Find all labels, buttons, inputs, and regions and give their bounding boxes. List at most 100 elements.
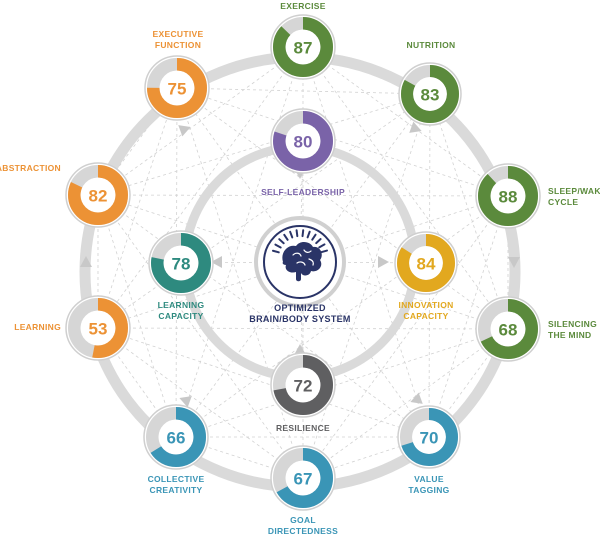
gauge-sleep-wake-cycle: 88: [475, 163, 541, 229]
gauge-learning: 53: [65, 295, 131, 361]
gauge-value: 67: [294, 470, 313, 489]
web-line: [97, 93, 431, 329]
gauge-value: 72: [294, 377, 313, 396]
gauge-center: [490, 178, 526, 214]
gauge-value: 88: [499, 188, 518, 207]
gauge-fill: [273, 111, 334, 172]
gauge-fill: [68, 164, 129, 225]
web-line: [97, 93, 431, 196]
web-line: [302, 195, 509, 479]
web-line: [176, 87, 431, 95]
web-line: [97, 194, 509, 197]
label-exercise: EXERCISE: [280, 1, 325, 12]
web-line: [175, 328, 509, 438]
gauge-center: [158, 419, 194, 455]
gauge-value: 80: [294, 133, 313, 152]
web-line: [176, 87, 509, 330]
label-line1: ABSTRACTION: [0, 163, 61, 173]
label-nutrition: NUTRITION: [407, 40, 456, 51]
ring-arrow: [211, 256, 222, 268]
web-line: [302, 46, 509, 330]
label-line1: SLEEP/WAKE: [548, 186, 600, 196]
web-line: [176, 87, 304, 479]
label-line1: LEARNING: [157, 300, 205, 310]
gauge-executive-function: 75: [144, 55, 210, 121]
gauge-self-leadership: 80: [270, 108, 336, 174]
gauge-fill: [399, 408, 458, 467]
gauge-value: 87: [294, 39, 313, 58]
web-line: [302, 46, 430, 438]
web-line: [97, 194, 430, 438]
web-line: [97, 327, 509, 330]
label-line1: LEARNING: [14, 322, 61, 332]
web-line: [97, 194, 177, 438]
label-line1: GOAL: [290, 515, 316, 525]
web-line: [97, 46, 304, 329]
gauge-fill: [272, 17, 334, 78]
label-line2: DIRECTEDNESS: [267, 526, 339, 536]
label-line1: RESILIENCE: [275, 423, 331, 433]
gauge-fill: [272, 355, 333, 416]
web-line: [302, 46, 509, 197]
gauge-fill: [272, 448, 333, 509]
label-line1: VALUE: [414, 474, 444, 484]
gauge-collective-creativity: 66: [143, 404, 209, 470]
gauge-fill: [151, 232, 212, 293]
label-line1: SILENCING: [548, 319, 597, 329]
gauge-value: 53: [89, 320, 108, 339]
gauge-value: 78: [172, 255, 191, 274]
web-line: [97, 46, 304, 196]
gauge-value: 70: [420, 429, 439, 448]
label-line1: NUTRITION: [406, 40, 456, 50]
web-line: [302, 93, 431, 479]
gauge-center: [163, 245, 199, 281]
brain-icon: [271, 229, 328, 282]
label-line2: THE MIND: [548, 330, 592, 340]
gauge-value: 75: [168, 80, 187, 99]
gauge-center: [490, 311, 526, 347]
web-line: [429, 93, 509, 330]
label-line1: INNOVATION: [398, 300, 454, 310]
label-line1: SELF-LEADERSHIP: [261, 187, 345, 197]
label-line2: FUNCTION: [154, 40, 202, 50]
gauge-exercise: 87: [270, 14, 336, 80]
web-line: [97, 194, 304, 479]
gauge-center: [285, 367, 321, 403]
center-title-line1: OPTIMIZED: [274, 303, 326, 313]
ring-arrow: [80, 256, 92, 267]
label-resilience: RESILIENCE: [276, 423, 330, 434]
gauge-fill: [478, 166, 539, 227]
label-self-leadership: SELF-LEADERSHIP: [261, 187, 345, 198]
gauge-value: 84: [417, 255, 436, 274]
web-line: [97, 87, 178, 329]
center-title-line2: BRAIN/BODY SYSTEM: [249, 314, 351, 324]
gauge-learning-capacity: 78: [148, 230, 214, 296]
web-line: [302, 328, 509, 479]
label-sleep-wake-cycle: SLEEP/WAKECYCLE: [548, 186, 600, 208]
label-line2: CAPACITY: [158, 311, 204, 321]
ring-arrow: [409, 121, 422, 133]
web-line: [175, 46, 304, 438]
gauge-center: [285, 460, 321, 496]
gauge-silencing-the-mind: 68: [475, 296, 541, 362]
gauge-fill: [396, 234, 455, 293]
gauge-value: 82: [89, 187, 108, 206]
label-line2: CAPACITY: [403, 311, 449, 321]
label-learning: LEARNING: [14, 322, 61, 333]
gauge-goal-directedness: 67: [270, 445, 336, 511]
gauge-value: 83: [421, 86, 440, 105]
ring-arrow: [178, 125, 191, 137]
gauge-fill: [400, 65, 459, 124]
web-line: [97, 327, 430, 438]
web-line: [175, 436, 304, 479]
gauge-nutrition: 83: [398, 62, 462, 126]
label-line2: CREATIVITY: [149, 485, 203, 495]
label-line1: EXERCISE: [280, 1, 326, 11]
label-line2: TAGGING: [408, 485, 450, 495]
label-line1: COLLECTIVE: [147, 474, 205, 484]
